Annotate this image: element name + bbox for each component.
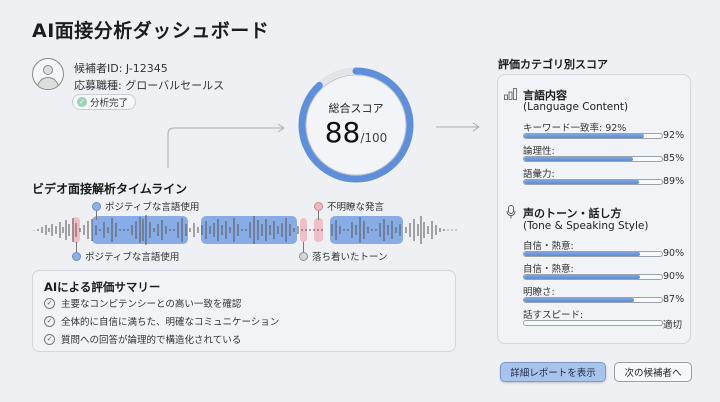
marker-dot-icon — [72, 251, 81, 261]
avatar-icon — [32, 58, 64, 90]
next-candidate-button[interactable]: 次の候補者へ — [614, 362, 692, 382]
metric-value: 90% — [663, 248, 685, 259]
metric-label: 話すスピード: — [523, 310, 584, 321]
marker-dot-icon — [92, 201, 101, 211]
view-report-button[interactable]: 詳細レポートを表示 — [500, 362, 606, 382]
bar-chart-icon — [504, 88, 517, 100]
metric-bar — [523, 156, 663, 162]
metric-value: 92% — [663, 130, 685, 141]
metric-bar — [523, 251, 663, 257]
check-circle-icon: ✓ — [44, 333, 55, 345]
metric-label: 語彙力: — [523, 169, 555, 180]
summary-title: AIによる評価サマリー — [44, 280, 161, 294]
metric-label: 論理性: — [523, 146, 555, 157]
overall-score-value: 88/100 — [324, 116, 388, 149]
metric-value: 適切 — [663, 320, 683, 331]
annotation-stem — [303, 242, 304, 254]
summary-panel — [32, 270, 456, 352]
metric-label: キーワード一致率: 92% — [523, 123, 627, 134]
tone-category-title: 声のトーン・話し方 — [523, 207, 622, 220]
metric-label: 自信・熱意: — [523, 264, 574, 275]
annotation-stem — [76, 242, 77, 254]
overall-score-ring — [298, 67, 414, 183]
annotation-unclear[interactable]: 不明瞭な発言 — [314, 199, 384, 213]
metric-label: 自信・熱意: — [523, 241, 574, 252]
annotation-stem — [96, 208, 97, 220]
marker-dot-icon — [314, 201, 323, 211]
language-category-title: 言語内容 — [523, 89, 567, 102]
summary-item: ✓ 全体的に自信に満ちた、明確なコミュニケーション — [44, 314, 279, 328]
annotation-positive-bottom[interactable]: ポジティブな言語使用 — [72, 249, 179, 263]
check-circle-icon: ✓ — [44, 315, 55, 327]
check-circle-icon: ✓ — [44, 297, 55, 309]
summary-item: ✓ 主要なコンピテンシーとの高い一致を確認 — [44, 296, 241, 310]
language-category-subtitle: (Language Content) — [523, 101, 629, 113]
metric-bar — [523, 274, 663, 280]
check-icon: ✓ — [77, 97, 87, 107]
metric-bar — [523, 179, 663, 185]
microphone-icon — [506, 205, 516, 219]
category-scores-title: 評価カテゴリ別スコア — [498, 58, 608, 71]
metric-value: 85% — [663, 153, 685, 164]
candidate-id: 候補者ID: J-12345 — [74, 62, 168, 75]
annotation-stem — [318, 208, 319, 220]
metric-label: 明瞭さ: — [523, 287, 555, 298]
tone-category-subtitle: (Tone & Speaking Style) — [523, 220, 649, 232]
annotation-positive-top[interactable]: ポジティブな言語使用 — [92, 199, 199, 213]
annotation-calm[interactable]: 落ち着いたトーン — [299, 249, 388, 263]
metric-value: 89% — [663, 176, 685, 187]
status-badge: ✓ 分析完了 — [72, 94, 137, 110]
marker-dot-icon — [299, 251, 308, 261]
metric-value: 90% — [663, 271, 685, 282]
timeline-title: ビデオ面接解析タイムライン — [32, 182, 188, 196]
overall-score-label: 総合スコア — [328, 102, 384, 115]
metric-bar — [523, 320, 663, 326]
metric-bar — [523, 133, 663, 139]
page-title: AI面接分析ダッシュボード — [32, 20, 270, 42]
summary-item: ✓ 質問への回答が論理的で構造化されている — [44, 332, 241, 346]
candidate-position: 応募職種: グローバルセールス — [74, 79, 225, 92]
status-badge-label: 分析完了 — [90, 98, 129, 109]
metric-value: 87% — [663, 294, 685, 305]
metric-bar — [523, 297, 663, 303]
